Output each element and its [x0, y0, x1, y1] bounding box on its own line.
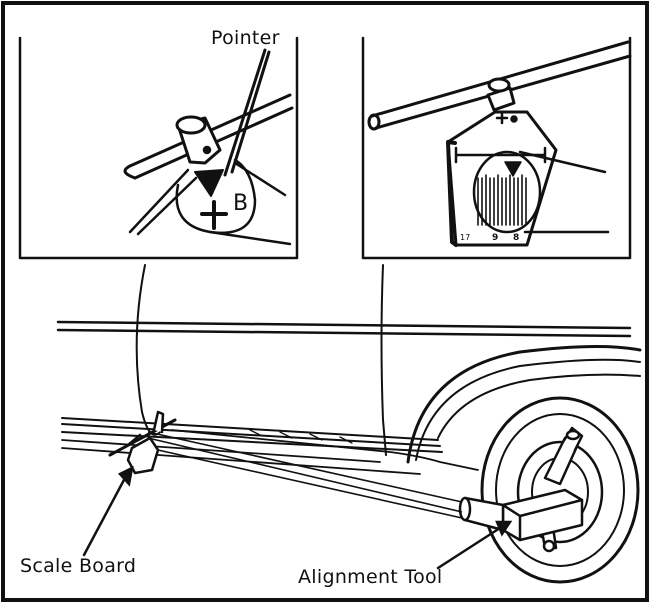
door-line-rear [380, 264, 387, 456]
fender-arch [406, 344, 642, 464]
car-body [56, 264, 642, 475]
belt-line [56, 320, 632, 338]
scale-ticks [477, 174, 527, 226]
sight-lines [139, 431, 463, 519]
scale-board-label: Scale Board [20, 555, 137, 577]
inset-right-border [361, 36, 632, 260]
alignment-tool-label: Alignment Tool [298, 566, 443, 588]
pointer-label: Pointer [211, 27, 280, 49]
tire-outer [480, 396, 640, 584]
tool-box [501, 488, 584, 542]
door-line-front [135, 264, 163, 436]
scale-mark-right: 8 [513, 233, 519, 243]
hub [516, 440, 604, 544]
magnifier-circle-right [472, 150, 542, 234]
alignment-tool-arrow [436, 526, 502, 570]
leader-arrows [82, 465, 513, 570]
inset-pointer-detail [18, 36, 299, 260]
letter-b-label: B [233, 191, 248, 216]
alignment-tool [458, 426, 584, 553]
pointer-leader [223, 48, 271, 177]
pointer-triangle [194, 169, 224, 197]
scale-board-small [108, 410, 177, 475]
scale-pointer-triangle [504, 161, 522, 177]
scale-mark-middle: 9 [492, 233, 498, 243]
magnifier-circle [175, 158, 257, 235]
rocker-panel [61, 417, 443, 453]
inset-left-border [18, 36, 299, 260]
wheel [480, 396, 640, 584]
plus-mark [200, 200, 228, 230]
scale-mark-left: 17 [460, 233, 470, 242]
scale-board-arrow [82, 476, 127, 557]
inset-scale-detail [361, 36, 632, 260]
